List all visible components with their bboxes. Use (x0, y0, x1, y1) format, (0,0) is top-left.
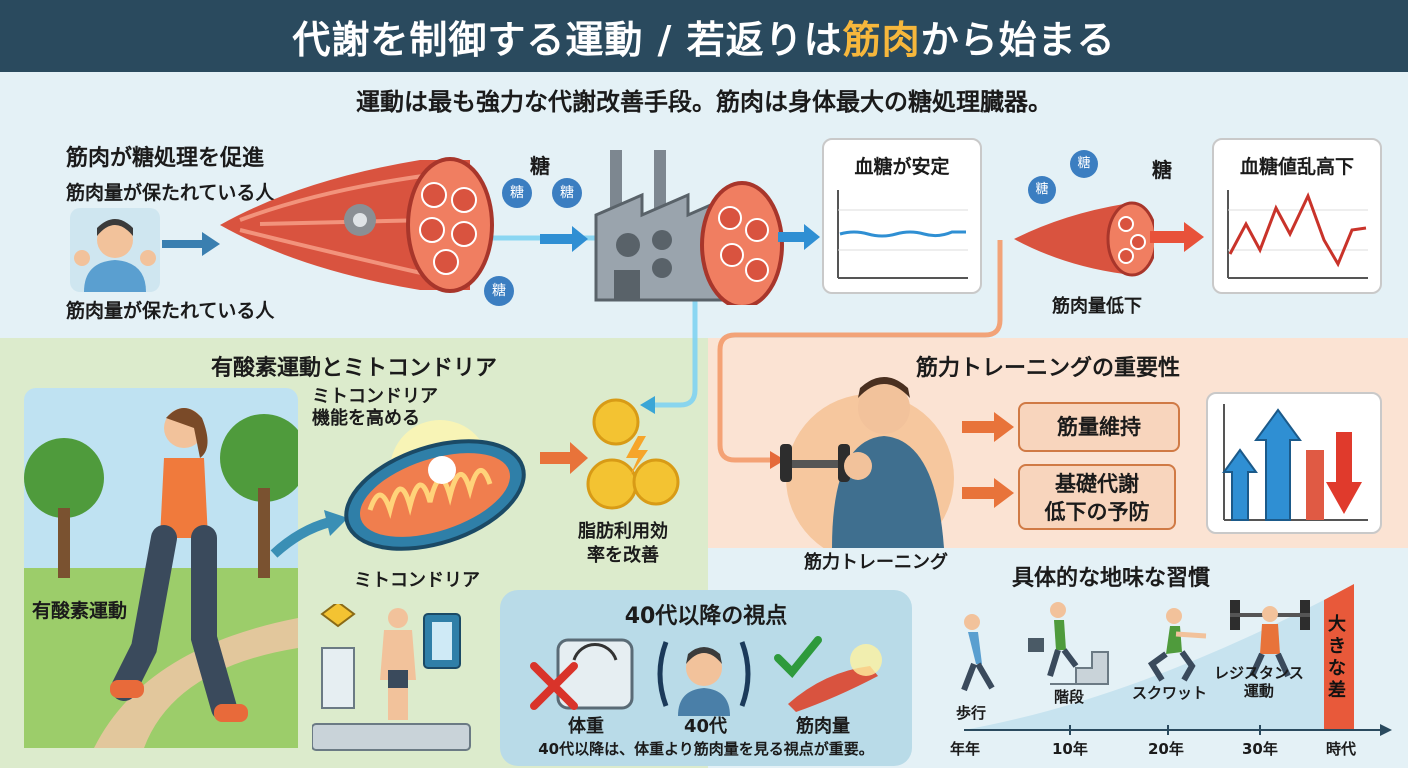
arrow-icon (962, 478, 1014, 508)
habits-timeline (961, 584, 1392, 736)
fat-cells-icon (586, 398, 680, 510)
habits-heading: 具体的な地味な習慣 (1012, 566, 1211, 591)
strength-bars-card (1206, 392, 1382, 534)
runner-scene-icon (24, 388, 298, 748)
metabolism-prevent-tag: 基礎代謝 低下の予防 (1018, 464, 1176, 530)
stable-glucose-line (837, 190, 968, 279)
habit-step-label: レジスタンス 運動 (1214, 664, 1304, 700)
sugar-bubble: 糖 (1028, 176, 1056, 204)
habit-step-label: 歩行 (956, 704, 987, 722)
arrow-icon (540, 442, 588, 474)
title-part1: 代謝を制御する運動 / 若返りは (292, 17, 843, 62)
habit-step-label: スクワット (1132, 684, 1208, 702)
mito-boost-label: ミトコンドリア 機能を高める (312, 386, 438, 429)
sugar-label-low: 糖 (1152, 158, 1172, 182)
fluct-title: 血糖値乱高下 (1239, 156, 1354, 178)
axis-label: 20年 (1148, 740, 1184, 758)
healthy-person-icon (70, 208, 160, 292)
title-bar: 代謝を制御する運動 / 若返りは筋肉から始まる (0, 0, 1408, 72)
scale-cross-icon (530, 638, 634, 710)
lead-text: 運動は最も強力な代謝改善手段。筋肉は身体最大の糖処理臓器。 (356, 88, 1052, 116)
arrow-icon (962, 412, 1014, 442)
strength-bars-chart (1222, 404, 1368, 521)
muscle-icon (220, 157, 494, 293)
fat-label: 脂肪利用効 率を改善 (578, 521, 668, 566)
sugar-bubble: 糖 (552, 178, 582, 208)
axis-label: 10年 (1052, 740, 1088, 758)
small-muscle-icon (1014, 201, 1154, 277)
weight-label: 体重 (568, 716, 604, 737)
low-muscle-label: 筋肉量低下 (1052, 296, 1142, 317)
muscle-heading: 筋肉が糖処理を促進 (66, 146, 265, 171)
muscle-check-icon (774, 636, 882, 712)
stairs-icon (1028, 602, 1109, 685)
mito-label: ミトコンドリア (354, 570, 480, 591)
person-40s-icon (657, 641, 751, 716)
arrow-icon (1150, 222, 1204, 252)
sugar-bubble: 糖 (502, 178, 532, 208)
walking-icon (961, 614, 995, 692)
stable-title: 血糖が安定 (854, 156, 950, 178)
forties-heading: 40代以降の視点 (624, 604, 788, 629)
trainer-icon (780, 377, 954, 548)
sugar-bubble: 糖 (484, 276, 514, 306)
page-title: 代謝を制御する運動 / 若返りは筋肉から始まる (292, 9, 1115, 64)
title-part2: から始まる (920, 17, 1116, 62)
forties-note: 40代以降は、体重より筋肉量を見る視点が重要。 (538, 740, 874, 758)
muscle-maintain-tag: 筋量維持 (1018, 402, 1180, 452)
aerobic-heading: 有酸素運動とミトコンドリア (210, 356, 497, 381)
arrow-icon (162, 232, 220, 256)
squat-icon (1147, 608, 1207, 682)
arrow-icon (270, 510, 348, 558)
fluct-glucose-line (1227, 190, 1368, 279)
age-40s-label: 40代 (684, 716, 728, 737)
axis-label: 30年 (1242, 740, 1278, 758)
person-label-bottom: 筋肉量が保たれている人 (66, 300, 275, 322)
stable-glucose-card: 血糖が安定 (822, 138, 982, 294)
factory-icon (594, 150, 784, 305)
barbell-icon (1230, 600, 1310, 678)
axis-label: 年年 (950, 740, 981, 758)
fluct-glucose-card: 血糖値乱高下 (1212, 138, 1382, 294)
runner-label: 有酸素運動 (32, 600, 128, 622)
mitochondria-icon (344, 420, 526, 551)
axis-label: 時代 (1326, 740, 1357, 758)
title-highlight: 筋肉 (842, 17, 921, 62)
muscle-mass-label: 筋肉量 (796, 716, 850, 737)
habit-step-label: 階段 (1054, 688, 1085, 706)
strength-heading: 筋力トレーニングの重要性 (916, 356, 1181, 381)
arrow-icon (778, 224, 820, 250)
arrow-icon (540, 226, 588, 252)
big-gap-label: 大きな差 (1328, 614, 1346, 701)
body-scan-icon (312, 604, 471, 751)
person-label-top: 筋肉量が保たれている人 (66, 182, 275, 204)
sugar-label: 糖 (530, 154, 550, 178)
sugar-bubble: 糖 (1070, 150, 1098, 178)
trainer-label: 筋力トレーニング (804, 552, 948, 573)
